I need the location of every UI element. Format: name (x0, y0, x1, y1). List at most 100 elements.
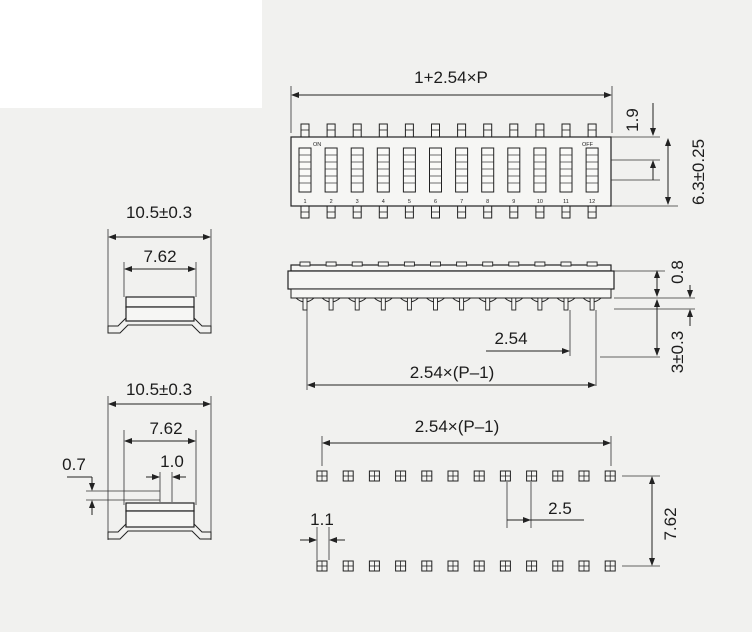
front-actuator-top (534, 261, 546, 267)
off-label: OFF (582, 142, 594, 148)
front-actuator-tops (299, 261, 598, 267)
switch-slot (481, 147, 495, 193)
position-number: 8 (486, 199, 489, 205)
front-lead (302, 297, 308, 311)
front-actuator-top (560, 261, 572, 267)
front-height-label: 3±0.3 (668, 331, 687, 373)
front-lead (380, 297, 386, 311)
pad-pitch-label: 2.5 (548, 499, 572, 518)
position-number: 7 (460, 199, 463, 205)
side1-leads (107, 317, 212, 334)
paper-patch (0, 0, 262, 108)
top-pin (431, 123, 440, 138)
front-base (290, 288, 612, 299)
position-number: 11 (563, 199, 569, 205)
pad-row-bottom (316, 560, 616, 572)
top-pin (483, 123, 493, 138)
front-actuator-top (403, 261, 415, 267)
switch-slot (298, 147, 312, 193)
pitch-label: 2.54 (494, 329, 527, 348)
front-lead (589, 297, 595, 311)
bottom-pins (300, 205, 597, 219)
front-actuator-top (377, 261, 389, 267)
top-pin (378, 123, 388, 138)
switch-slot (585, 147, 599, 193)
top-pin (326, 123, 336, 138)
top-pin (457, 123, 467, 138)
front-actuator-top (456, 261, 468, 267)
switch-slot (376, 147, 390, 193)
side1-cap (125, 296, 195, 308)
top-height-label: 6.3±0.25 (689, 139, 708, 205)
front-lead (459, 297, 465, 311)
side1-body (125, 306, 195, 322)
top-pin (561, 123, 571, 138)
side2-width-label: 10.5±0.3 (126, 380, 192, 399)
position-number: 9 (512, 199, 515, 205)
top-pin (535, 123, 545, 138)
top-pins (300, 123, 597, 138)
front-lead (433, 297, 438, 311)
front-lead (511, 297, 517, 311)
top-pin (300, 123, 310, 138)
position-number: 5 (408, 199, 411, 205)
row-spacing-label: 7.62 (661, 507, 680, 540)
position-number: 12 (589, 199, 595, 205)
front-lead (328, 297, 334, 311)
position-number: 6 (434, 199, 437, 205)
front-actuator-top (299, 261, 311, 267)
switch-slot (324, 147, 338, 193)
front-lead (485, 297, 491, 311)
position-number: 3 (356, 199, 359, 205)
side-view-2: 10.5±0.3 7.62 1.0 0.7 (62, 380, 212, 540)
front-body (287, 270, 615, 290)
front-actuator-top (325, 261, 337, 267)
side-view-1: 10.5±0.3 7.62 (107, 203, 212, 334)
top-pin (509, 123, 519, 138)
top-length-label: 1+2.54×P (414, 68, 488, 87)
side1-width-label: 10.5±0.3 (126, 203, 192, 222)
position-number: 10 (537, 199, 543, 205)
switch-slot (507, 147, 521, 193)
pad-size-label: 1.1 (310, 510, 334, 529)
switch-body (290, 136, 612, 207)
front-view: 0.8 3±0.3 2.54 2.54×(P–1) (287, 260, 695, 390)
top-pin (587, 123, 597, 138)
pad-span-label: 2.54×(P–1) (415, 417, 500, 436)
switch-slot (402, 147, 416, 193)
front-thickness-label: 0.8 (668, 260, 687, 284)
top-pin (352, 123, 362, 138)
top-pin (404, 123, 414, 138)
switch-slot (559, 147, 573, 193)
switch-slot (429, 147, 442, 193)
side2-leads (107, 523, 212, 540)
side2-body (125, 510, 195, 528)
front-span-label: 2.54×(P–1) (410, 363, 495, 382)
pad-layout: 2.54×(P–1) 2.5 1.1 7.62 (300, 417, 680, 572)
front-actuator-top (351, 261, 363, 267)
position-number: 2 (330, 199, 333, 205)
front-lead (354, 297, 360, 311)
side2-inner-label: 7.62 (149, 419, 182, 438)
position-number: 4 (382, 199, 385, 205)
side1-inner-label: 7.62 (143, 247, 176, 266)
switch-slot (455, 147, 469, 193)
position-number: 1 (303, 199, 306, 205)
lead-width-label: 1.0 (160, 452, 184, 471)
front-lead (537, 297, 543, 311)
front-actuator-top (482, 261, 494, 267)
front-lead (406, 297, 412, 311)
front-leads (295, 297, 602, 311)
switch-slot (350, 147, 364, 193)
side2-cap (125, 502, 195, 512)
front-lead (563, 297, 569, 311)
lead-thickness-label: 0.7 (62, 455, 86, 474)
on-label: ON (313, 142, 321, 148)
front-actuator-top (430, 261, 441, 267)
pad-row-top (316, 470, 616, 482)
switch-slot (533, 147, 547, 193)
top-offset-label: 1.9 (623, 108, 642, 132)
